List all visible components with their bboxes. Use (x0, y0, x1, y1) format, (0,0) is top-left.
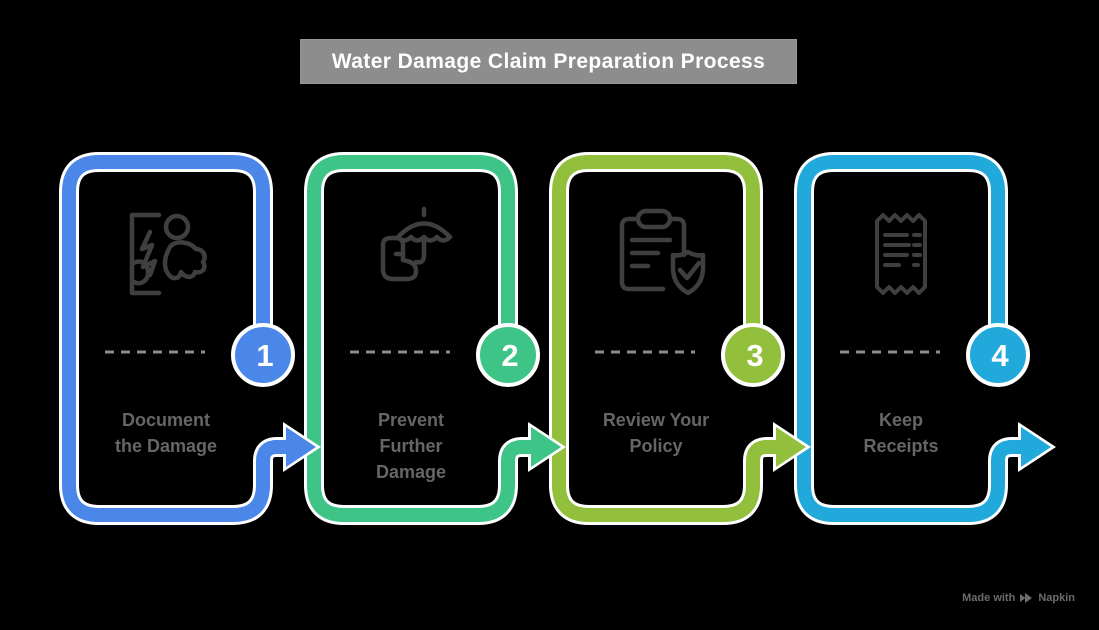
step-3-number: 3 (746, 338, 763, 373)
made-with-label: Made with (962, 592, 1016, 604)
step-2-arrow (513, 422, 566, 472)
step-2-number: 2 (501, 338, 518, 373)
page-title: Water Damage Claim Preparation Process (331, 49, 766, 73)
step-1-arrow-head (286, 427, 316, 467)
step-4-badge-circle (966, 323, 1030, 387)
step-1-outline (62, 155, 293, 522)
step-2-label: Prevent Further Damage (375, 410, 447, 482)
step-1-label: Document the Damage (114, 410, 218, 456)
title-banner: Water Damage Claim Preparation Process (300, 39, 797, 84)
receipt-icon (875, 213, 927, 295)
step-3-arrow-head (776, 427, 806, 467)
step-1-arrow (268, 422, 321, 472)
clipboard-shield-icon (619, 208, 706, 296)
step-2-node (304, 152, 541, 525)
step-1-badge-circle (231, 323, 295, 387)
step-4-label: Keep Receipts (863, 410, 939, 456)
damaged-photo-icon (129, 212, 207, 296)
step-3-number-badge: 3 (721, 323, 785, 387)
step-3-label: Review Your Policy (602, 410, 710, 456)
step-3-badge-circle (721, 323, 785, 387)
step-4-arrow (1003, 422, 1056, 472)
step-3-arrow (758, 422, 811, 472)
step-2-outline (307, 155, 538, 522)
umbrella-boot-icon (380, 206, 453, 282)
step-1-node (59, 152, 296, 525)
step-4-arrow-head (1021, 427, 1051, 467)
step-1-number: 1 (256, 338, 273, 373)
napkin-brand: Napkin (1038, 592, 1075, 604)
step-4-node (794, 152, 1031, 525)
footer: Made with Napkin (962, 592, 1075, 604)
step-1-number-badge: 1 (231, 323, 295, 387)
step-2-arrow-head (531, 427, 561, 467)
step-4-outline (797, 155, 1028, 522)
step-3-outline (552, 155, 783, 522)
napkin-logo-icon (1020, 593, 1033, 603)
step-2-number-badge: 2 (476, 323, 540, 387)
step-3-node (549, 152, 786, 525)
step-2-badge-circle (476, 323, 540, 387)
step-4-number: 4 (991, 338, 1009, 373)
step-4-number-badge: 4 (966, 323, 1030, 387)
